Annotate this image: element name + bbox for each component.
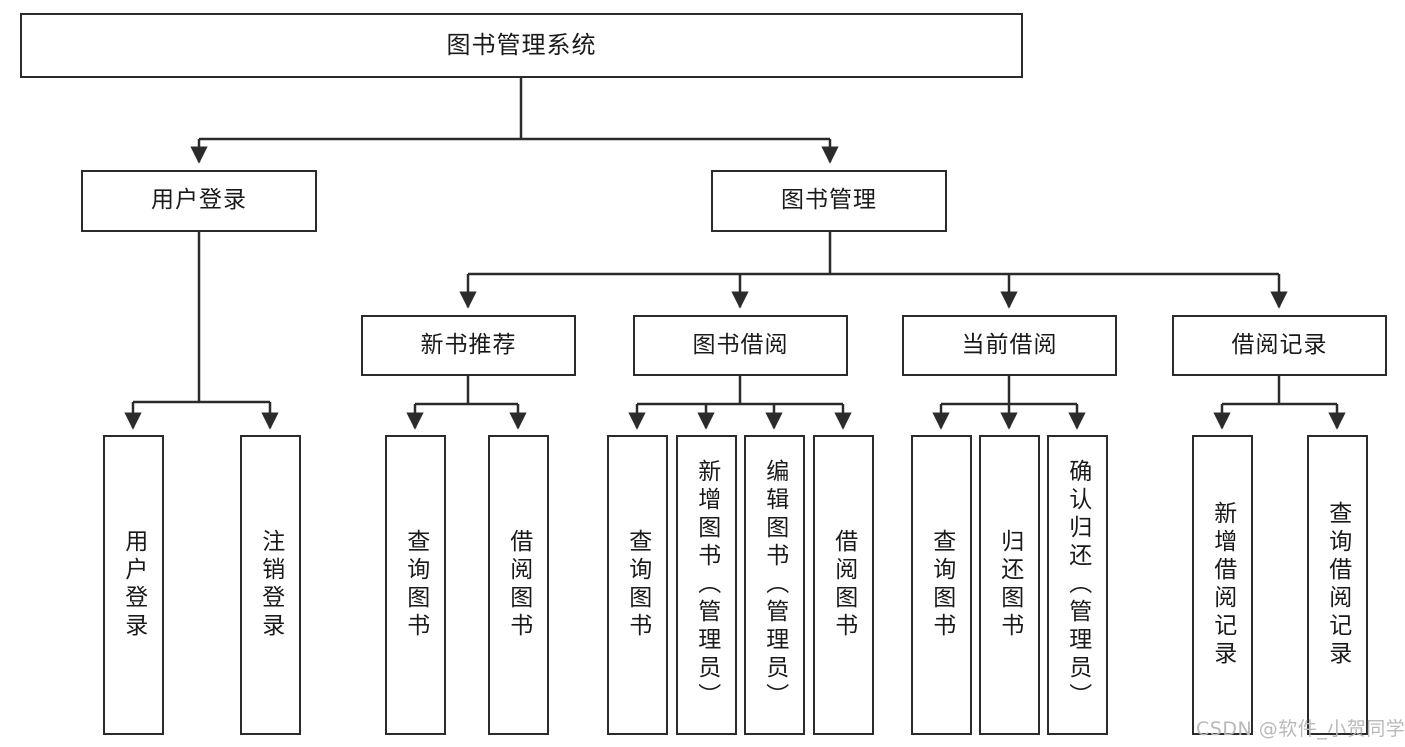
node-label: 查询图书 — [402, 529, 429, 641]
leaf-logout[interactable]: 注销登录 — [240, 435, 301, 735]
node-book-management[interactable]: 图书管理 — [711, 170, 947, 232]
node-label: 查询图书 — [624, 529, 651, 641]
node-label: 用户登录 — [151, 187, 247, 214]
node-label: 查询图书 — [928, 529, 955, 641]
node-label: 注销登录 — [257, 529, 284, 641]
watermark-text: CSDN @软件_小贺同学 — [1196, 718, 1405, 740]
node-label: 借阅图书 — [830, 529, 857, 641]
leaf-query-book-current[interactable]: 查询图书 — [911, 435, 972, 735]
node-label: 查询借阅记录 — [1324, 501, 1351, 669]
leaf-borrow-book-recommend[interactable]: 借阅图书 — [488, 435, 549, 735]
node-root-book-management-system[interactable]: 图书管理系统 — [20, 13, 1023, 78]
node-borrow-record[interactable]: 借阅记录 — [1172, 315, 1387, 376]
node-label: 新增借阅记录 — [1209, 501, 1236, 669]
node-label: 借阅记录 — [1231, 331, 1328, 358]
node-label: 用户登录 — [120, 529, 147, 641]
node-label: 编辑图书（管理员） — [761, 459, 788, 711]
leaf-query-book-recommend[interactable]: 查询图书 — [385, 435, 446, 735]
node-label: 确认归还（管理员） — [1064, 459, 1091, 711]
node-label: 当前借阅 — [961, 331, 1058, 358]
node-label: 新书推荐 — [420, 331, 517, 358]
leaf-confirm-return-admin[interactable]: 确认归还（管理员） — [1047, 435, 1108, 735]
node-label: 归还图书 — [996, 529, 1023, 641]
leaf-add-borrow-record[interactable]: 新增借阅记录 — [1192, 435, 1253, 735]
node-book-borrow[interactable]: 图书借阅 — [633, 315, 848, 376]
node-current-borrow[interactable]: 当前借阅 — [902, 315, 1117, 376]
node-label: 图书借阅 — [692, 331, 789, 358]
node-label: 借阅图书 — [505, 529, 532, 641]
node-label: 新增图书（管理员） — [693, 459, 720, 711]
leaf-query-book-borrow[interactable]: 查询图书 — [607, 435, 668, 735]
leaf-return-book[interactable]: 归还图书 — [979, 435, 1040, 735]
node-user-login[interactable]: 用户登录 — [81, 170, 317, 232]
leaf-query-borrow-record[interactable]: 查询借阅记录 — [1307, 435, 1368, 735]
leaf-borrow-book[interactable]: 借阅图书 — [813, 435, 874, 735]
node-label: 图书管理 — [781, 187, 877, 214]
leaf-user-login[interactable]: 用户登录 — [103, 435, 164, 735]
node-label: 图书管理系统 — [446, 31, 597, 60]
leaf-add-book-admin[interactable]: 新增图书（管理员） — [676, 435, 737, 735]
node-new-book-recommend[interactable]: 新书推荐 — [361, 315, 576, 376]
leaf-edit-book-admin[interactable]: 编辑图书（管理员） — [744, 435, 805, 735]
